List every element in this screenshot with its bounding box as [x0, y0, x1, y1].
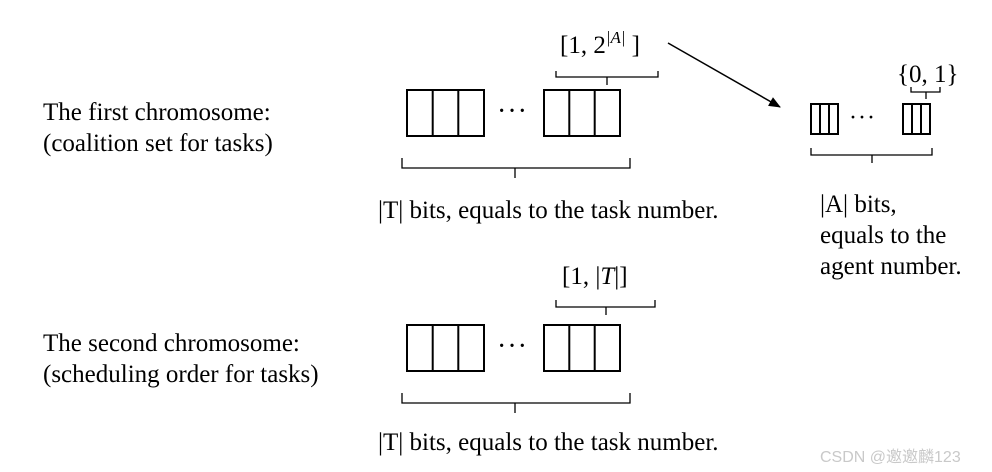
- second-chromosome-label: The second chromosome: (scheduling order…: [43, 328, 319, 390]
- first-gene-range-base: [1, 2: [560, 32, 606, 59]
- second-chromosome-right-block: [543, 324, 621, 372]
- agent-bits-brace: [810, 148, 933, 163]
- first-gene-range-exponent: |A|: [605, 28, 626, 47]
- second-gene-range-open: [1, |: [562, 263, 601, 290]
- expand-arrow: [667, 42, 781, 108]
- first-chromosome-title: The first chromosome:: [43, 99, 271, 126]
- second-chromosome-title: The second chromosome:: [43, 330, 300, 357]
- first-chromosome-left-block: [406, 89, 485, 137]
- agent-bits-caption-line3: agent number.: [820, 253, 962, 280]
- first-gene-range-close: ]: [631, 32, 640, 59]
- second-chromosome-left-block: [406, 324, 485, 372]
- watermark: CSDN @邀邀麟123: [820, 449, 961, 466]
- second-gene-range: [1, |T|]: [562, 264, 628, 289]
- first-chromosome-ellipsis: ···: [497, 96, 528, 127]
- first-gene-range: [1, 2|A|]: [560, 29, 640, 59]
- agent-bits-caption: |A| bits, equals to the agent number.: [820, 189, 962, 282]
- second-gene-range-brace: [555, 300, 656, 315]
- agent-bit-value-range: {0, 1}: [897, 61, 959, 88]
- second-chromosome-ellipsis: ···: [497, 331, 528, 362]
- first-chromosome-subtitle: (coalition set for tasks): [43, 130, 273, 157]
- second-gene-range-var: T: [600, 263, 615, 290]
- first-chromosome-label: The first chromosome: (coalition set for…: [43, 97, 273, 159]
- first-chromosome-right-block: [543, 89, 621, 137]
- agent-bit-value-brace: [910, 87, 941, 99]
- second-chromosome-subtitle: (scheduling order for tasks): [43, 361, 319, 388]
- second-gene-range-close: |]: [614, 263, 628, 290]
- first-chromosome-caption: |T| bits, equals to the task number.: [378, 197, 719, 224]
- second-task-bits-brace: [401, 393, 631, 413]
- agent-bits-right-block: [902, 103, 931, 135]
- first-task-bits-brace: [401, 158, 631, 178]
- first-gene-range-brace: [555, 71, 659, 85]
- agent-bits-left-block: [810, 103, 839, 135]
- agent-bits-caption-line2: equals to the: [820, 222, 947, 249]
- agent-bits-ellipsis: ···: [849, 105, 876, 131]
- second-chromosome-caption: |T| bits, equals to the task number.: [378, 429, 719, 456]
- agent-bits-caption-line1: |A| bits,: [820, 191, 897, 218]
